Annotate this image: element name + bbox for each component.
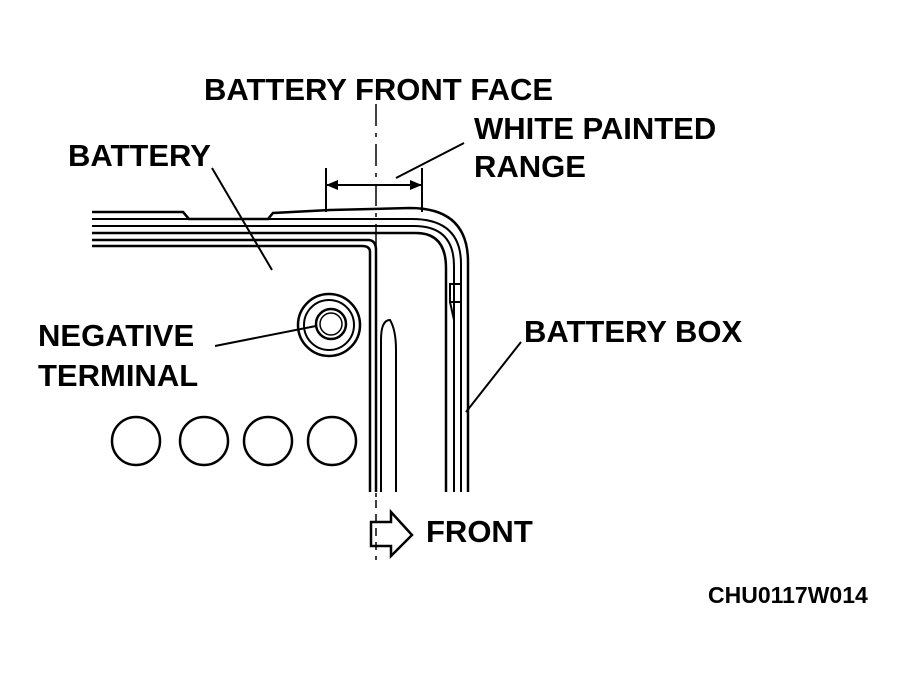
label-front: FRONT — [426, 514, 533, 549]
label-negative-terminal-line1: NEGATIVE — [38, 318, 194, 353]
cell-cap — [110, 415, 162, 467]
leader-battery-box — [465, 341, 522, 413]
battery-body-edge — [92, 238, 378, 492]
cell-cap — [178, 415, 230, 467]
leader-white-painted-range — [395, 142, 465, 179]
front-arrow-icon — [369, 508, 414, 560]
leader-negative-terminal — [214, 325, 317, 347]
label-battery: BATTERY — [68, 138, 211, 173]
label-battery-box: BATTERY BOX — [524, 314, 742, 349]
figure-code: CHU0117W014 — [708, 582, 868, 608]
battery-cell-caps — [110, 415, 358, 467]
leader-battery — [211, 167, 273, 271]
label-battery-front-face: BATTERY FRONT FACE — [204, 72, 553, 107]
cell-cap — [306, 415, 358, 467]
label-white-painted-range-line1: WHITE PAINTED — [474, 111, 716, 146]
label-white-painted-range-line2: RANGE — [474, 149, 586, 184]
negative-terminal — [296, 292, 362, 358]
label-negative-terminal-line2: TERMINAL — [38, 358, 198, 393]
cell-cap — [242, 415, 294, 467]
leader-lines — [211, 142, 522, 413]
inner-channel — [380, 318, 397, 492]
battery-box-walls — [92, 206, 470, 492]
white-painted-range-dimension — [325, 168, 423, 212]
